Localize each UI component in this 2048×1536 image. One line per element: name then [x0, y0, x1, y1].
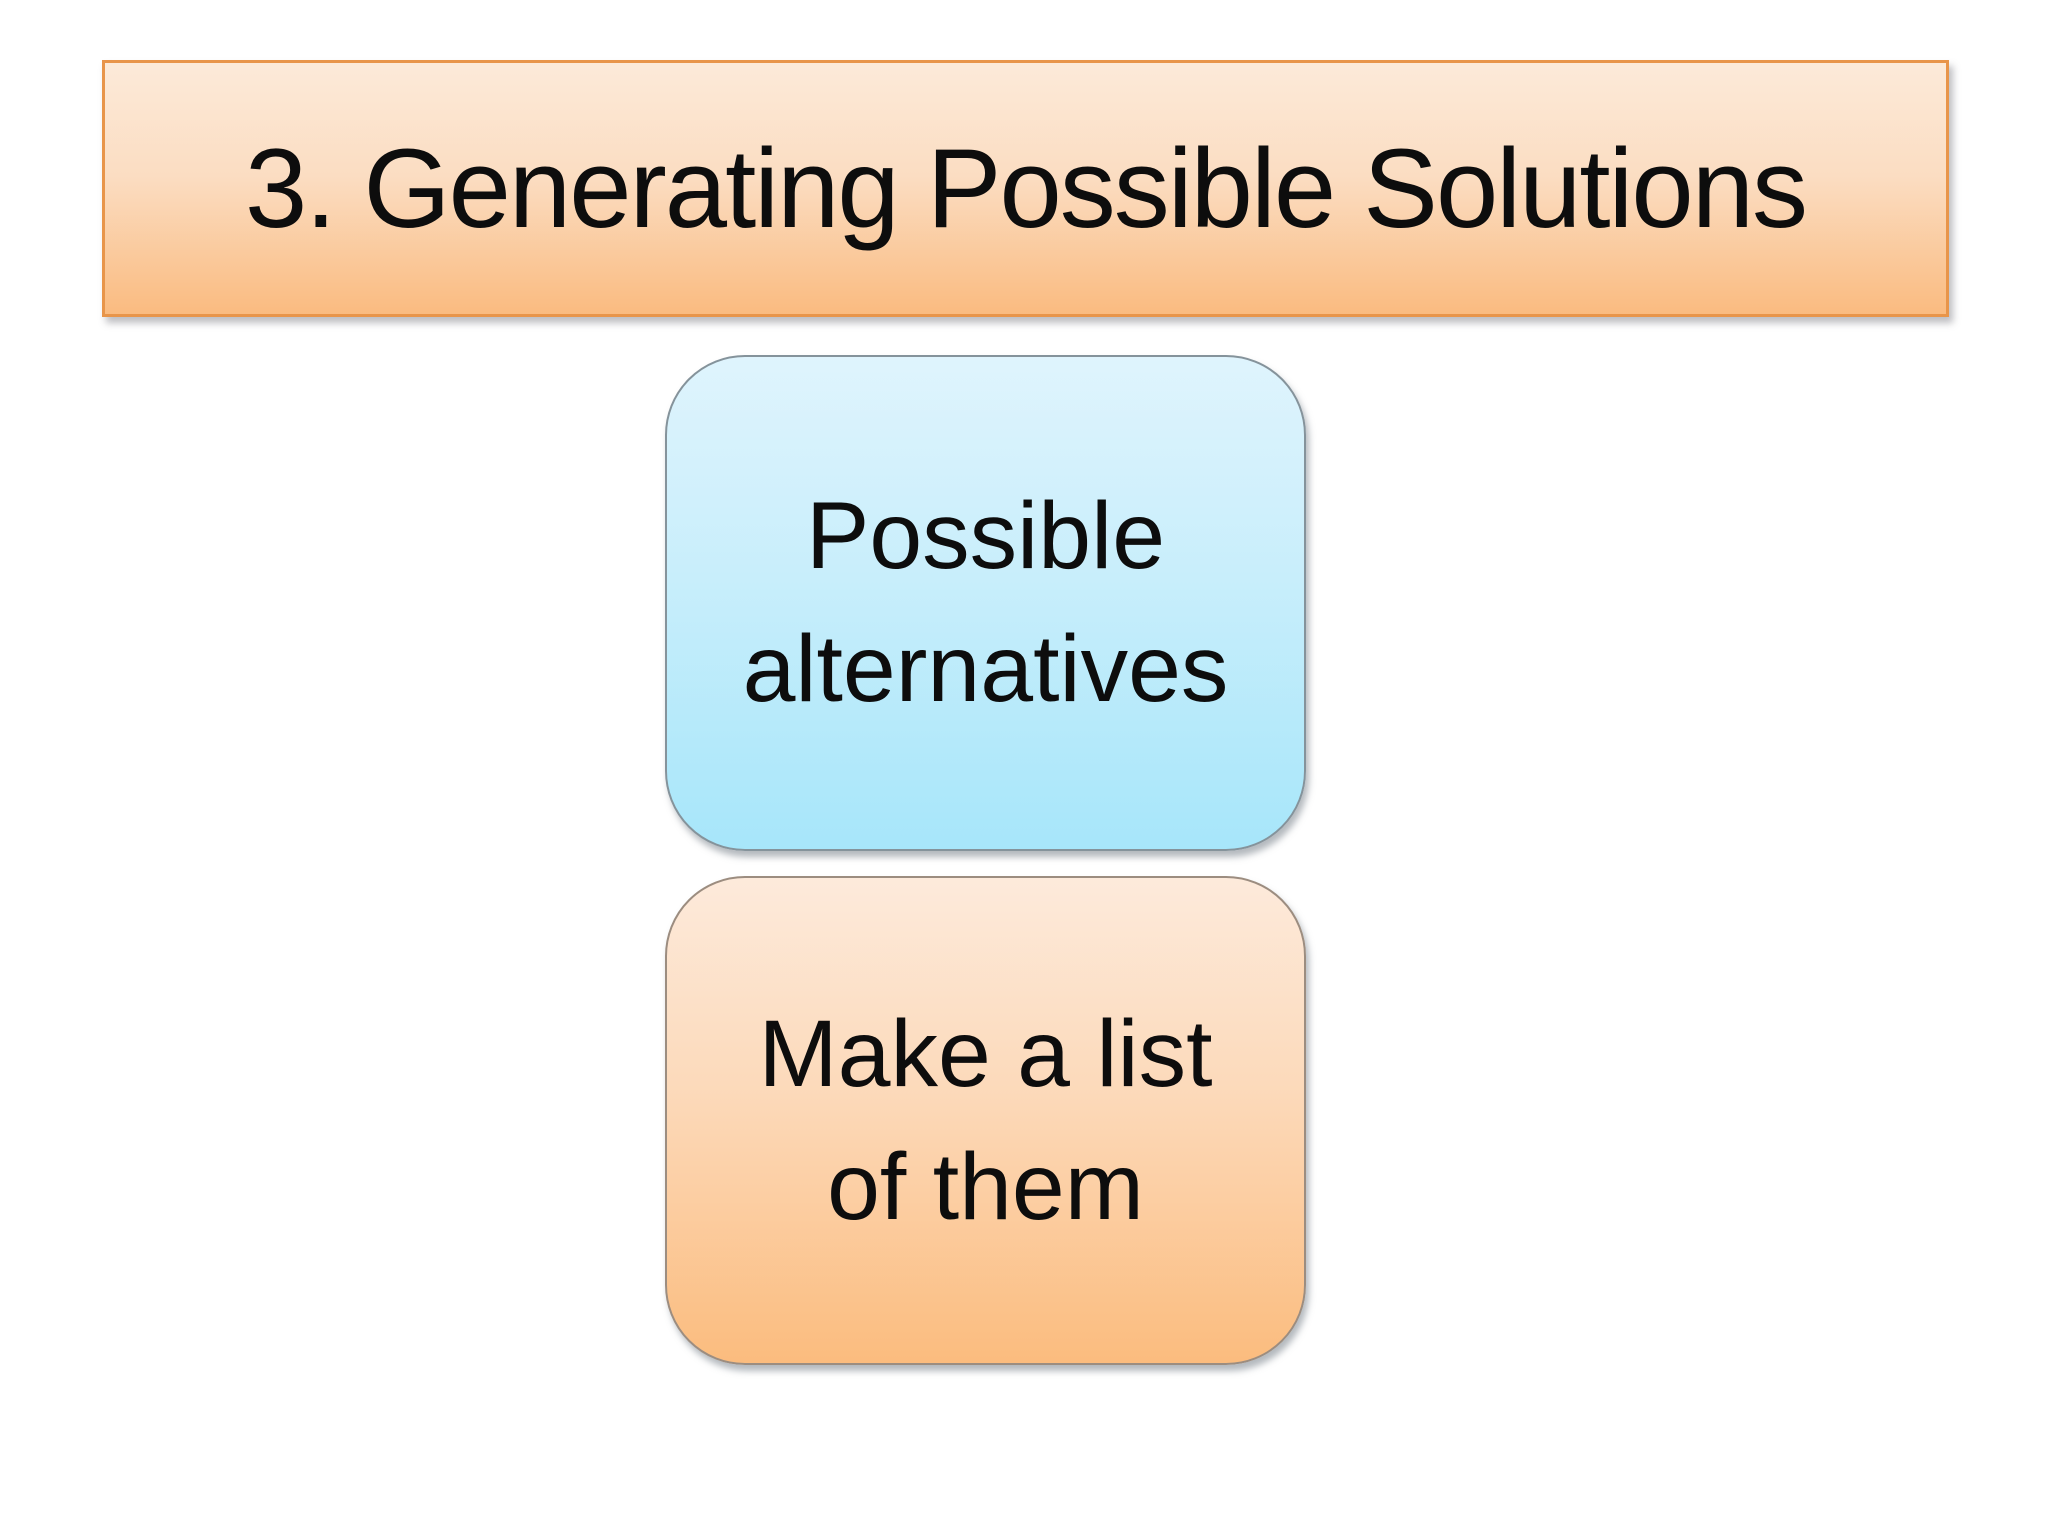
slide-title-banner: 3. Generating Possible Solutions: [102, 60, 1949, 317]
box-text-line: alternatives: [742, 616, 1229, 722]
box-text-line: Possible: [805, 483, 1166, 589]
slide-title-text: 3. Generating Possible Solutions: [245, 126, 1808, 251]
box-text-line: Make a list: [758, 1000, 1213, 1107]
box-text-line: of them: [827, 1133, 1144, 1240]
box-text: Possible alternatives: [743, 470, 1229, 736]
smartart-box-make-a-list: Make a list of them: [665, 876, 1306, 1365]
smartart-box-possible-alternatives: Possible alternatives: [665, 355, 1306, 851]
box-text: Make a list of them: [758, 988, 1212, 1254]
